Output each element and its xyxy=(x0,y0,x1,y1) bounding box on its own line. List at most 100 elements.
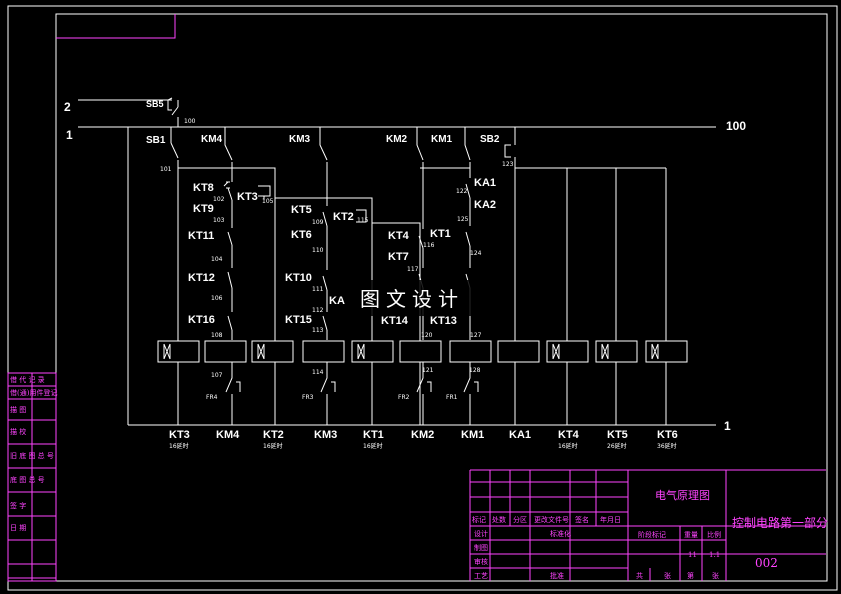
wire-numbers: 100 101 102 103 104 105 106 107 108 109 … xyxy=(160,118,514,379)
coil-note-kt6: 36延时 xyxy=(657,442,677,450)
wire-120: 120 xyxy=(421,332,433,339)
wire-105: 105 xyxy=(262,198,274,205)
coil-label-kt5: KT5 xyxy=(607,429,628,441)
coil-kt1 xyxy=(351,340,394,363)
wire-111: 111 xyxy=(312,286,324,293)
side-label: 底 图 总 号 xyxy=(10,475,45,484)
coil-km2 xyxy=(399,340,442,363)
label-km1: KM1 xyxy=(431,134,453,145)
tb-sheets2: 张 xyxy=(712,571,719,580)
label-km2: KM2 xyxy=(386,134,408,145)
coil-label-kt2: KT2 xyxy=(263,429,284,441)
coil-boxes xyxy=(157,340,688,363)
wire-114: 114 xyxy=(312,369,324,376)
tb-h-count: 处数 xyxy=(492,515,506,524)
wire-106: 106 xyxy=(211,295,223,302)
label-kt2: KT2 xyxy=(333,211,354,223)
wire-109: 109 xyxy=(312,219,324,226)
side-table xyxy=(7,372,57,582)
wire-110: 110 xyxy=(312,247,324,254)
coil-label-kt4: KT4 xyxy=(558,429,580,441)
label-kt13: KT13 xyxy=(430,315,457,327)
coil-label-km3: KM3 xyxy=(314,429,337,441)
tb-page: 第 xyxy=(687,571,694,580)
label-kt7: KT7 xyxy=(388,251,409,263)
tb-h-sign: 签名 xyxy=(575,515,589,524)
label-kt4: KT4 xyxy=(388,230,410,242)
label-kt16a: KT16 xyxy=(188,314,215,326)
label-kt10: KT10 xyxy=(285,272,312,284)
wire-107: 107 xyxy=(211,372,223,379)
tb-h-date: 年月日 xyxy=(600,515,621,524)
contact-labels: SB5 SB1 KM4 KM3 KM2 KM1 SB2 KT8 KT9 KT3 … xyxy=(146,99,500,401)
label-kt1: KT1 xyxy=(430,228,451,240)
coil-note-kt3: 16延时 xyxy=(169,442,189,450)
wire-117: 117 xyxy=(407,266,419,273)
wire-121: 121 xyxy=(422,367,434,374)
tb-stage: 阶段标记 xyxy=(638,530,666,539)
label-ka1: KA1 xyxy=(474,177,496,189)
tb-scale-val: 1:1 xyxy=(709,551,720,559)
wire-112: 112 xyxy=(312,307,324,314)
side-label: 日 期 xyxy=(10,524,26,532)
label-kt3: KT3 xyxy=(237,191,258,203)
side-label: 借(通)用件登记 xyxy=(10,388,57,397)
rail-label-1-bottom: 1 xyxy=(724,419,731,433)
label-ka-partial: KA xyxy=(329,295,345,307)
wire-125: 125 xyxy=(457,216,469,223)
coil-label-kt1: KT1 xyxy=(363,429,384,441)
coil-kt6 xyxy=(645,340,688,363)
wire-102: 102 xyxy=(213,196,225,203)
rail-label-100: 100 xyxy=(726,119,746,133)
title-block xyxy=(469,469,826,581)
label-kt15: KT15 xyxy=(285,314,312,326)
tb-sheets1: 张 xyxy=(664,571,671,580)
tb-r-std: 标准化 xyxy=(550,529,571,538)
label-kt12: KT12 xyxy=(188,272,215,284)
coil-label-kt3: KT3 xyxy=(169,429,190,441)
watermark-backdrop xyxy=(345,280,495,316)
tb-r-review: 审核 xyxy=(474,557,488,566)
side-label: 描 校 xyxy=(10,427,26,436)
wire-104: 104 xyxy=(211,256,223,263)
wire-122: 122 xyxy=(456,188,468,195)
label-kt9: KT9 xyxy=(193,203,214,215)
tb-r-process: 工艺 xyxy=(474,572,488,580)
coil-kt5 xyxy=(595,340,638,363)
tb-h-docno: 更改文件号 xyxy=(534,515,569,524)
label-fr3: FR3 xyxy=(302,394,314,401)
wire-108: 108 xyxy=(211,332,223,339)
coil-label-km4: KM4 xyxy=(216,429,240,441)
tb-r-design: 设计 xyxy=(474,529,488,538)
wire-127: 127 xyxy=(470,332,482,339)
tb-r-approve: 批准 xyxy=(550,571,564,580)
coil-note-kt2: 16延时 xyxy=(263,442,283,450)
wire-100: 100 xyxy=(184,118,196,125)
label-fr2: FR2 xyxy=(398,394,410,401)
coil-note-kt4: 16延时 xyxy=(558,442,578,450)
wire-113: 113 xyxy=(312,327,324,334)
label-kt11: KT11 xyxy=(188,230,214,242)
tb-h-mark: 标记 xyxy=(472,515,486,524)
label-kt5: KT5 xyxy=(291,204,312,216)
coil-kt2 xyxy=(251,340,294,363)
tb-weight: 重量 xyxy=(684,531,698,539)
coil-kt4 xyxy=(546,340,589,363)
wiring xyxy=(78,97,716,426)
rail-label-2: 2 xyxy=(64,100,71,114)
tb-total: 共 xyxy=(636,571,643,580)
tb-scale: 比例 xyxy=(707,530,721,539)
tb-drawing-name: 电气原理图 xyxy=(655,488,710,502)
label-kt14: KT14 xyxy=(381,315,409,327)
coil-label-ka1: KA1 xyxy=(509,429,531,441)
tb-r-draw: 制图 xyxy=(474,543,488,552)
side-label: 旧 底 图 总 号 xyxy=(10,451,54,460)
label-kt6: KT6 xyxy=(291,229,312,241)
tb-number: 002 xyxy=(755,556,778,570)
coil-label-kt6: KT6 xyxy=(657,429,678,441)
coil-ka1 xyxy=(497,340,540,363)
wire-124: 124 xyxy=(470,250,482,257)
